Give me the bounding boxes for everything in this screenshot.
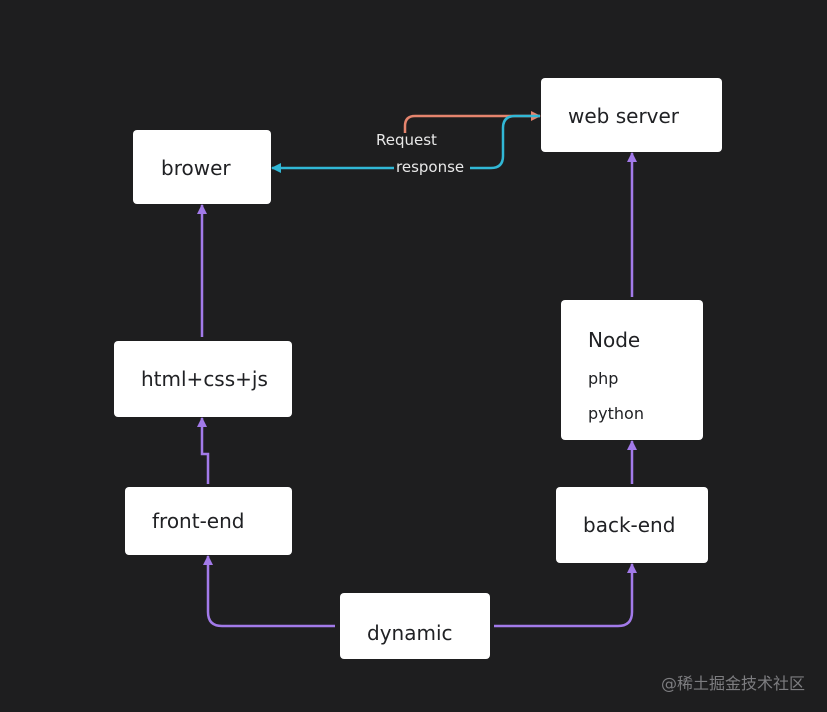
node-back-end: back-end [556, 487, 708, 563]
node-node-python: python [588, 404, 644, 423]
node-web-server: web server [541, 78, 722, 152]
node-brower-label: brower [161, 156, 231, 180]
node-web-server-label: web server [568, 104, 680, 128]
watermark-text: @稀土掘金技术社区 [660, 674, 805, 693]
node-node: Node php python [561, 300, 703, 440]
edge-dynamic-to-back-end [494, 563, 637, 628]
node-html-css-js-label: html+css+js [141, 367, 268, 391]
node-front-end: front-end [125, 487, 292, 555]
node-node-label: Node [588, 328, 641, 352]
node-html-css-js: html+css+js [114, 341, 292, 417]
edge-label-request: Request [376, 131, 437, 149]
edge-response [272, 114, 540, 168]
node-brower: brower [133, 130, 271, 204]
node-back-end-label: back-end [583, 513, 676, 537]
edge-front-end-to-html [197, 417, 210, 484]
node-dynamic: dynamic [340, 593, 490, 659]
node-dynamic-label: dynamic [367, 621, 453, 645]
edge-request [403, 111, 541, 133]
edge-label-response: response [396, 158, 465, 176]
node-node-php: php [588, 369, 619, 388]
node-front-end-label: front-end [152, 509, 245, 533]
edge-dynamic-to-front-end [203, 555, 335, 628]
